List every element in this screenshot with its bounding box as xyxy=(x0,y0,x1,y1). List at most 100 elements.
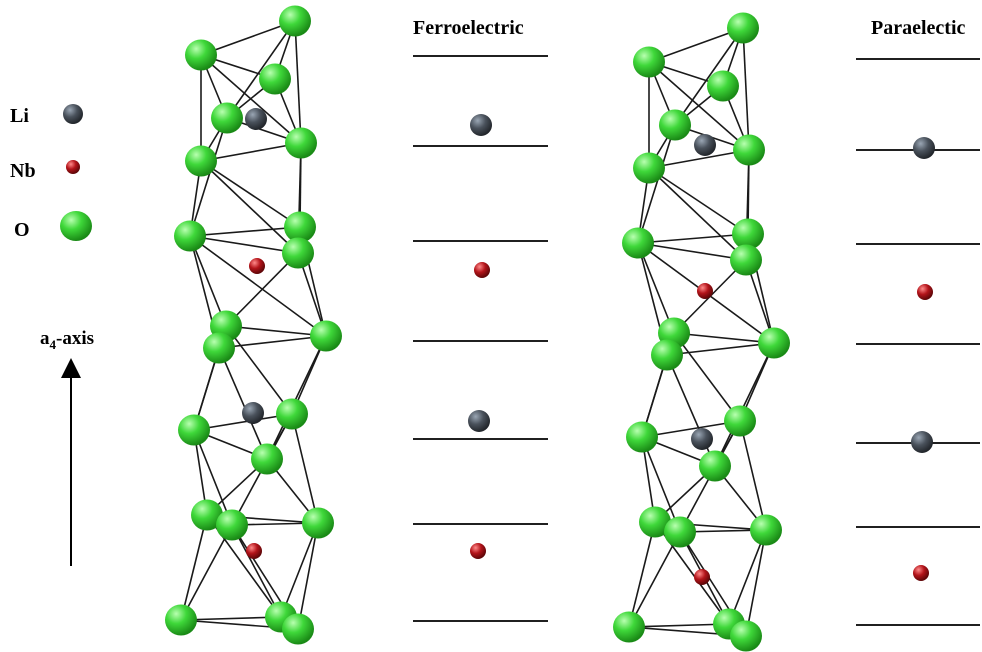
paraelectric-li-atom-0 xyxy=(694,134,716,156)
ferroelectric-li-ion-0 xyxy=(470,114,492,136)
paraelectric-bond-55 xyxy=(628,623,730,628)
ferroelectric-o-atom-15 xyxy=(191,499,223,531)
paraelectric-crystal-structure xyxy=(613,12,790,652)
paraelectric-li-ion-0 xyxy=(913,137,935,159)
paraelectric-o-atom-6 xyxy=(622,227,654,259)
ferroelectric-o-atom-4 xyxy=(285,127,317,159)
paraelectric-bond-53 xyxy=(745,529,767,637)
ferroelectric-o-atom-0 xyxy=(279,5,311,37)
ferroelectric-bond-55 xyxy=(180,616,282,621)
ferroelectric-bond-49 xyxy=(180,514,208,621)
paraelectric-o-atom-1 xyxy=(633,46,665,78)
ferroelectric-bond-36 xyxy=(193,413,293,431)
paraelectric-cation-chain xyxy=(856,58,980,626)
ferroelectric-o-atom-14 xyxy=(251,443,283,475)
ferroelectric-o-atom-12 xyxy=(178,414,210,446)
ferroelectric-nb-ion-3 xyxy=(470,543,486,559)
ferroelectric-cation-chain xyxy=(413,55,548,622)
ferroelectric-crystal-structure xyxy=(165,5,342,645)
axis-label-subscript: 4 xyxy=(50,337,57,352)
paraelectric-bond-17 xyxy=(648,167,749,235)
paraelectric-bond-49 xyxy=(628,521,656,628)
axis-indicator: a4-axis xyxy=(40,328,94,566)
paraelectric-o-atom-8 xyxy=(730,244,762,276)
paraelectric-o-atom-20 xyxy=(730,620,762,652)
ferroelectric-bond-34 xyxy=(266,335,327,460)
ferroelectric-o-atom-1 xyxy=(185,39,217,71)
paraelectric-o-atom-13 xyxy=(724,405,756,437)
ferroelectric-o-atom-16 xyxy=(216,509,248,541)
ferroelectric-bond-18 xyxy=(189,226,301,237)
legend-li-atom-icon xyxy=(63,104,83,124)
paraelectric-li-ion-2 xyxy=(911,431,933,453)
paraelectric-o-atom-17 xyxy=(750,514,782,546)
ferroelectric-o-atom-5 xyxy=(185,145,217,177)
ferroelectric-bond-21 xyxy=(200,160,299,254)
legend-nb-atom-icon xyxy=(66,160,80,174)
axis-label-suffix: -axis xyxy=(56,328,94,349)
paraelectric-nb-ion-1 xyxy=(917,284,933,300)
ferroelectric-bond-51 xyxy=(180,524,233,621)
paraelectric-bond-2 xyxy=(674,27,744,126)
paraelectric-o-atom-7 xyxy=(732,218,764,250)
ferroelectric-bond-53 xyxy=(297,522,319,630)
ferroelectric-o-atom-18 xyxy=(165,604,197,636)
paraelectric-bond-41 xyxy=(641,436,681,533)
ferroelectric-bond-2 xyxy=(226,20,296,119)
paraelectric-bond-3 xyxy=(742,27,750,151)
paraelectric-o-atom-5 xyxy=(633,152,665,184)
paraelectric-o-atom-12 xyxy=(626,421,658,453)
ferroelectric-bond-0 xyxy=(200,20,296,56)
ferroelectric-bond-52 xyxy=(280,522,319,618)
ferroelectric-bond-45 xyxy=(291,413,319,524)
ferroelectric-o-atom-8 xyxy=(282,237,314,269)
ferroelectric-bond-29 xyxy=(218,335,327,349)
ferroelectric-nb-atom-1 xyxy=(246,543,262,559)
legend-o-atom-icon xyxy=(60,211,92,241)
ferroelectric-o-atom-2 xyxy=(259,63,291,95)
paraelectric-bond-0 xyxy=(648,27,744,63)
paraelectric-o-atom-14 xyxy=(699,450,731,482)
paraelectric-bond-34 xyxy=(714,342,775,467)
panel-title-paraelectric: Paraelectic xyxy=(871,17,965,39)
paraelectric-bond-13 xyxy=(637,124,676,244)
ferroelectric-bond-3 xyxy=(294,20,302,144)
ferroelectric-bond-30 xyxy=(189,235,327,337)
paraelectric-li-atom-1 xyxy=(691,428,713,450)
axis-label-base: a xyxy=(40,328,50,349)
ferroelectric-o-atom-11 xyxy=(203,332,235,364)
paraelectric-bond-51 xyxy=(628,531,681,628)
ferroelectric-bond-35 xyxy=(218,347,268,460)
ferroelectric-o-atom-10 xyxy=(310,320,342,352)
ferroelectric-o-atom-6 xyxy=(174,220,206,252)
panel-title-ferroelectric: Ferroelectric xyxy=(413,17,524,39)
legend-label-li: Li xyxy=(10,105,29,127)
paraelectric-nb-atom-1 xyxy=(694,569,710,585)
ferroelectric-bond-27 xyxy=(225,325,327,337)
paraelectric-bond-21 xyxy=(648,167,747,261)
paraelectric-bond-32 xyxy=(673,332,741,422)
paraelectric-o-atom-15 xyxy=(639,506,671,538)
paraelectric-nb-atom-0 xyxy=(697,283,713,299)
ferroelectric-nb-atom-0 xyxy=(249,258,265,274)
ferroelectric-bond-41 xyxy=(193,429,233,526)
ferroelectric-o-atom-20 xyxy=(282,613,314,645)
paraelectric-bond-45 xyxy=(739,420,767,531)
ferroelectric-li-ion-2 xyxy=(468,410,490,432)
paraelectric-nb-ion-3 xyxy=(913,565,929,581)
paraelectric-bond-29 xyxy=(666,342,775,356)
paraelectric-bond-36 xyxy=(641,420,741,438)
legend-label-o: O xyxy=(14,219,30,241)
paraelectric-o-atom-18 xyxy=(613,611,645,643)
paraelectric-bond-19 xyxy=(637,242,747,261)
ferroelectric-li-atom-1 xyxy=(242,402,264,424)
paraelectric-o-atom-4 xyxy=(733,134,765,166)
ferroelectric-bond-32 xyxy=(225,325,293,415)
ferroelectric-bond-11 xyxy=(200,142,302,162)
paraelectric-bond-22 xyxy=(637,242,675,334)
ferroelectric-bond-17 xyxy=(200,160,301,228)
paraelectric-bond-18 xyxy=(637,233,749,244)
paraelectric-o-atom-10 xyxy=(758,327,790,359)
axis-label: a4-axis xyxy=(40,328,94,352)
